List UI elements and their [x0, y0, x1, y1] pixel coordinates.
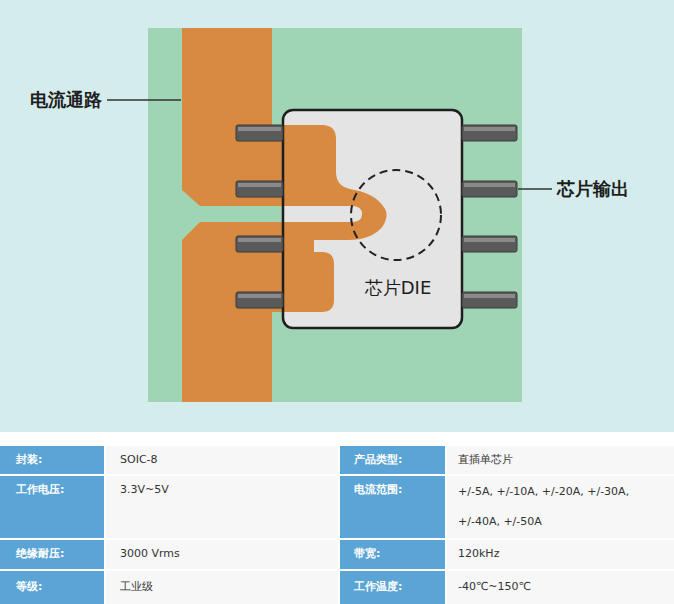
- table-header-cell: [0, 446, 104, 474]
- table-value-text: SOIC-8: [120, 452, 158, 468]
- table-value-text: 3000 Vrms: [120, 546, 180, 562]
- table-header-text: 工作电压:: [16, 482, 64, 498]
- pin-highlights: [238, 127, 515, 298]
- callout-label: 电流通路: [30, 88, 102, 112]
- table-header-text: 带宽:: [354, 546, 380, 562]
- chip-die-node: 芯片DIE: [283, 110, 462, 328]
- chip-pins: [236, 125, 517, 308]
- leader-line: [518, 188, 552, 190]
- table-value-text: 工业级: [120, 579, 153, 595]
- leader-line: [107, 99, 181, 101]
- die-sensing-circle: [351, 170, 441, 260]
- table-value-text: 120kHz: [458, 546, 499, 562]
- table-value-text: 3.3V~5V: [120, 482, 169, 498]
- table-header-text: 封装:: [16, 452, 42, 468]
- table-value-text: 直插单芯片: [458, 452, 513, 468]
- chip-die-label: 芯片DIE: [345, 276, 451, 300]
- table-value-text: -40℃~150℃: [458, 579, 531, 595]
- table-value-text: +/-5A, +/-10A, +/-20A, +/-30A, +/-40A, +…: [458, 477, 664, 537]
- table-header-text: 电流范围:: [354, 482, 402, 498]
- callout-label: 芯片输出: [557, 177, 629, 201]
- table-header-cell: [0, 571, 104, 604]
- pcb-board: [148, 28, 522, 402]
- table-header-text: 等级:: [16, 579, 42, 595]
- table-header-text: 绝缘耐压:: [16, 546, 64, 562]
- table-header-text: 工作温度:: [354, 579, 402, 595]
- background: [0, 0, 674, 432]
- chip-outline: [283, 110, 462, 328]
- table-header-text: 产品类型:: [354, 452, 402, 468]
